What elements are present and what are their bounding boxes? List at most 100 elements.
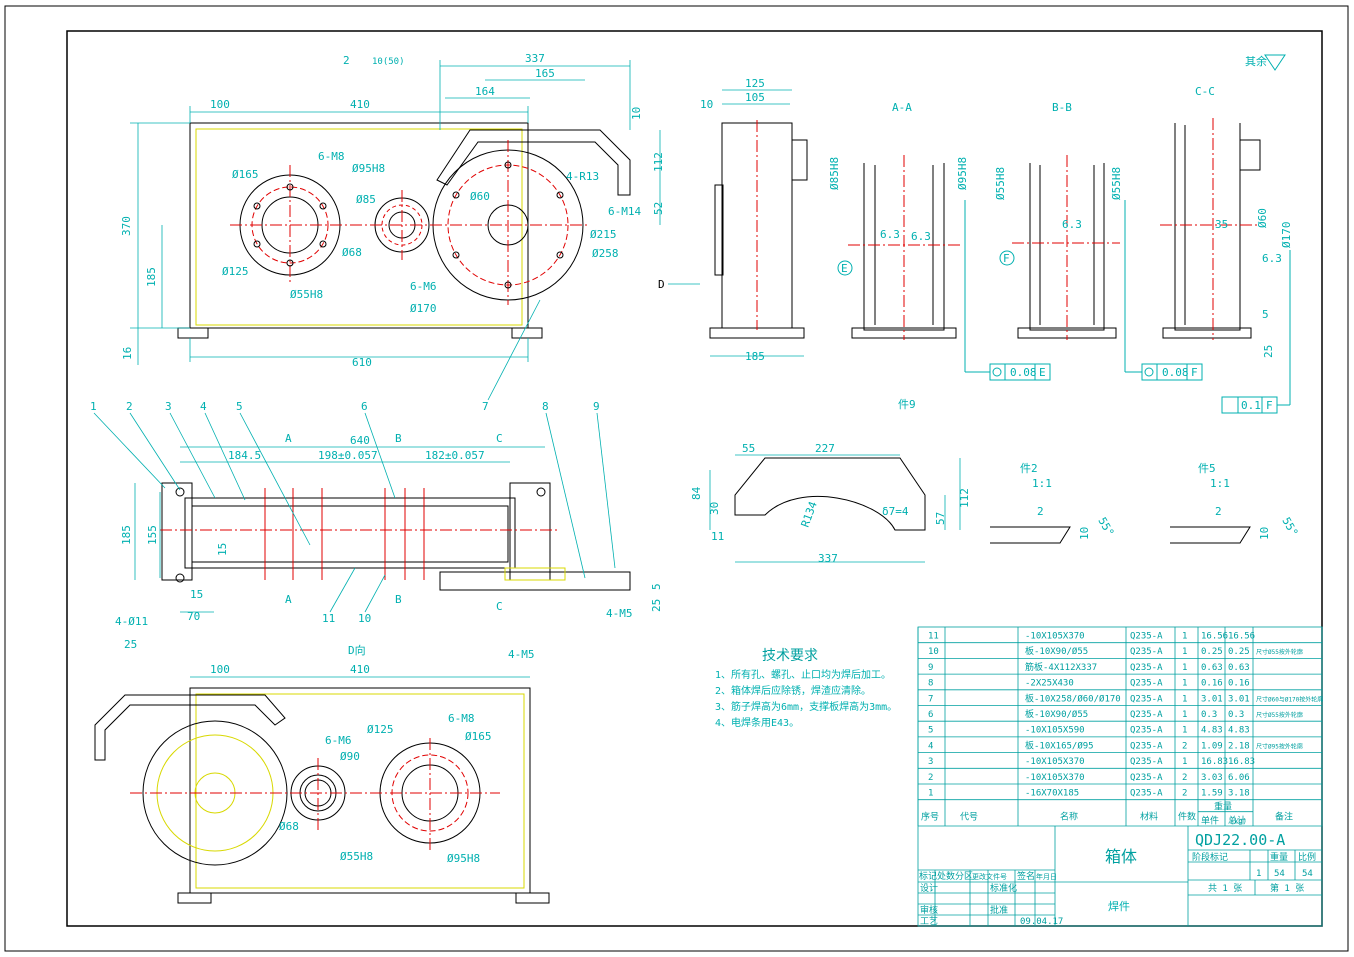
bom-cell: -10X105X370 [1025,773,1085,783]
dim-610: 610 [352,356,372,369]
bom-header-cell: 备注 [1275,811,1293,823]
bom-cell: 1 [1182,726,1187,736]
balloon-11: 11 [322,612,335,625]
bom-row-number: 2 [928,773,933,783]
p9-dim-thk: δ7=4 [882,505,909,518]
scale-value: 54 [1302,869,1313,879]
bom-row-number: 1 [928,789,933,799]
balloon-5: 5 [236,400,243,413]
d-dim-55h8: Ø55H8 [340,850,373,863]
tb-label-sign: 签名 [1017,870,1035,882]
dim-410: 410 [350,98,370,111]
bom-cell: 1 [1182,694,1187,704]
front-view: 100 410 337 165 164 370 185 16 610 10 11… [120,52,665,369]
cc-dim-5: 5 [1262,308,1269,321]
bom-row-number: 6 [928,710,933,720]
balloon-9: 9 [593,400,600,413]
detail5-title: 件5 [1198,462,1216,475]
bom-cell: -16X70X185 [1025,789,1079,799]
plan-dim-70: 70 [187,610,200,623]
roughness-note: 其余 [1245,54,1267,68]
bom-row-number: 11 [928,632,939,642]
balloon-3: 3 [165,400,172,413]
bom-cell: 2 [1182,789,1187,799]
dim-10: 10 [630,107,643,120]
d-dim-165: Ø165 [465,730,492,743]
part9-title: 件9 [898,398,916,411]
bom-cell: 1 [1182,757,1187,767]
bom-cell: 3.01 [1228,694,1250,704]
bom-cell: 板-10X165/Ø95 [1025,739,1094,751]
bom-cell: Q235-A [1130,757,1163,767]
bb-dim-2: Ø55H8 [1110,167,1123,200]
part-type: 焊件 [1108,899,1130,913]
bom-header-cell: 代号 [960,812,978,823]
detail2-dim-10: 10 [1078,527,1091,540]
d-dim-68: Ø68 [279,820,299,833]
plan-dim-25: 25 [124,638,137,651]
balloon-leaders [93,299,616,613]
weld-2: 2 [343,54,350,67]
bom-header-cell: 总计 [1228,815,1246,827]
label-4-r13: 4-R13 [566,170,599,183]
balloon-8: 8 [542,400,549,413]
label-165: Ø165 [232,168,259,181]
bom-cell: Q235-A [1130,710,1163,720]
bom-row-number: 10 [928,647,939,657]
bom-cell: 0.25 [1201,647,1223,657]
tb-label-count: 处数 [937,870,955,882]
bom-cell: 1.09 [1201,741,1223,751]
p9-dim-112: 112 [958,488,971,508]
detail5-dim-2: 2 [1215,505,1222,518]
side-view: 125 105 10 185 D [658,77,808,363]
tol-f-ref: F [1191,366,1198,379]
bom-header-cell: 名称 [1060,811,1078,823]
detail5-scale: 1:1 [1210,477,1230,490]
plan-dim-185: 185 [120,525,133,545]
bom-cell: Q235-A [1130,773,1163,783]
par-value: 0.1 [1241,399,1261,412]
detail-part2: 件2 1:1 2 55° 10 [990,462,1117,544]
plan-dim-15a: 15 [216,543,229,556]
cc-dim-60: Ø60 [1256,208,1269,228]
aa-dim-4: 6.3 [911,230,931,243]
sec-c-top: C [496,432,503,445]
side-arrow-label: D [658,278,665,291]
bom-cell: 4.83 [1201,726,1223,736]
tb-label-design: 设计 [920,882,938,894]
bom-cell: 板-10X90/Ø55 [1025,645,1088,657]
roughness-icon [1264,54,1286,71]
bom-cell: 尺寸Ø55按外轮廓 [1256,711,1303,719]
tb-label-date: 年月日 [1036,872,1057,881]
section-aa-title: A-A [892,101,912,114]
bom-cell: 板-10X258/Ø60/Ø170 [1025,692,1121,704]
weld-10-50: 10(50) [372,57,405,67]
bom-cell: 0.3 [1228,710,1244,720]
d-dim-100: 100 [210,663,230,676]
tb-label-stage: 阶段标记 [1192,851,1228,863]
aa-dim-2: Ø95H8 [956,157,969,190]
tech-line-2: 2、箱体焊后应除锈，焊渣应清除。 [715,684,871,697]
section-bb-title: B-B [1052,101,1072,114]
bom-header-cell: 序号 [921,811,939,823]
sec-b-top: B [395,432,402,445]
cc-dim-63: 6.3 [1262,252,1282,265]
section-bb: B-B Ø55H8 Ø55H8 6.3 F [994,101,1123,340]
bom-weight-unit: (kg) [1230,818,1247,826]
bb-dim-3: 6.3 [1062,218,1082,231]
side-dim-105: 105 [745,91,765,104]
label-215: Ø215 [590,228,617,241]
tol-e-value: 0.08 [1010,366,1037,379]
section-aa: A-A Ø85H8 Ø95H8 6.3 6.3 E [828,101,969,340]
plan-dim-1845: 184.5 [228,449,261,462]
bom-cell: 尺寸Ø95按外轮廓 [1256,742,1303,750]
tech-title: 技术要求 [762,648,818,664]
p9-dim-84: 84 [690,486,703,500]
d-view-title: D向 [348,643,366,657]
bom-cell: 板-10X90/Ø55 [1025,708,1088,720]
bom-cell: -10X105X370 [1025,632,1085,642]
bom-cell: Q235-A [1130,663,1163,673]
side-dim-10: 10 [700,98,713,111]
tb-label-scale: 比例 [1298,851,1316,863]
p9-dim-30: 30 [708,502,721,515]
